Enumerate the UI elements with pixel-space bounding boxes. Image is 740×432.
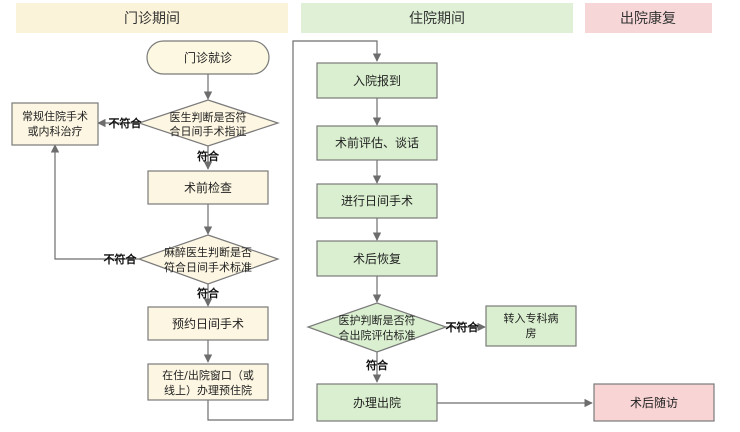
node-discharge-procedure	[316, 383, 438, 422]
node-outpatient-visit-label: 门诊就诊	[184, 50, 232, 65]
header-inpatient: 住院期间	[409, 11, 465, 27]
label-not-compliant-2: 不符合	[104, 252, 138, 266]
node-postop-recovery-label: 术后恢复	[353, 252, 401, 266]
node-transfer-line2: 房	[526, 327, 537, 340]
label-compliant-3: 符合	[366, 358, 389, 372]
node-conventional-line2: 或内科治疗	[28, 124, 83, 138]
node-preop-assessment	[316, 125, 438, 161]
node-day-surgery	[316, 183, 438, 219]
node-doctor-judgement	[137, 99, 280, 147]
node-conventional-treatment	[11, 102, 99, 146]
node-doctor-judgement-line1: 医生判断是否符	[170, 110, 247, 124]
node-followup-label: 术后随访	[630, 395, 678, 410]
node-reserve-line1: 在住/出院窗口（或	[162, 368, 254, 382]
node-discharge-judgement	[306, 302, 448, 353]
label-compliant-2: 符合	[197, 286, 220, 300]
node-discharge-judgement-line2: 合出院评估标准	[339, 328, 416, 342]
node-anesthesia-judgement-line2: 符合日间手术标准	[164, 260, 252, 274]
node-reserve-admission	[147, 363, 269, 401]
node-conventional-line1: 常规住院手术	[22, 109, 88, 123]
header-outpatient-bg	[16, 3, 288, 33]
edge-reserve-to-admission	[207, 40, 382, 421]
node-admission-report	[316, 62, 438, 99]
node-discharge-procedure-label: 办理出院	[353, 395, 401, 410]
node-followup	[593, 383, 715, 422]
node-discharge-judgement-line1: 医护判断是否符	[339, 313, 416, 327]
node-transfer-ward	[485, 305, 577, 347]
header-inpatient-bg	[301, 3, 573, 33]
node-anesthesia-judgement	[137, 234, 280, 285]
node-preop-assessment-label: 术前评估、谈话	[335, 135, 419, 150]
node-book-surgery-label: 预约日间手术	[172, 316, 244, 331]
node-doctor-judgement-line2: 合日间手术指证	[170, 124, 247, 138]
node-preop-exam-label: 术前检查	[184, 180, 232, 195]
node-day-surgery-label: 进行日间手术	[341, 194, 413, 208]
node-outpatient-visit	[146, 40, 270, 75]
label-not-compliant-3: 不符合	[446, 320, 480, 334]
header-discharge-rehab-bg	[585, 3, 712, 33]
node-admission-report-label: 入院报到	[353, 73, 401, 88]
node-postop-recovery	[316, 240, 438, 277]
label-compliant-1: 符合	[197, 149, 220, 163]
edge-anesth-to-conventional	[50, 144, 139, 260]
node-reserve-line2: 线上）办理预住院	[164, 383, 252, 397]
node-preop-exam	[147, 170, 269, 205]
node-transfer-line1: 转入专科病	[504, 311, 559, 325]
header-discharge-rehab: 出院康复	[620, 10, 676, 27]
node-anesthesia-judgement-line1: 麻醉医生判断是否	[164, 245, 252, 259]
label-not-compliant-1: 不符合	[109, 116, 143, 130]
header-outpatient: 门诊期间	[124, 11, 180, 27]
node-book-surgery	[147, 306, 269, 341]
